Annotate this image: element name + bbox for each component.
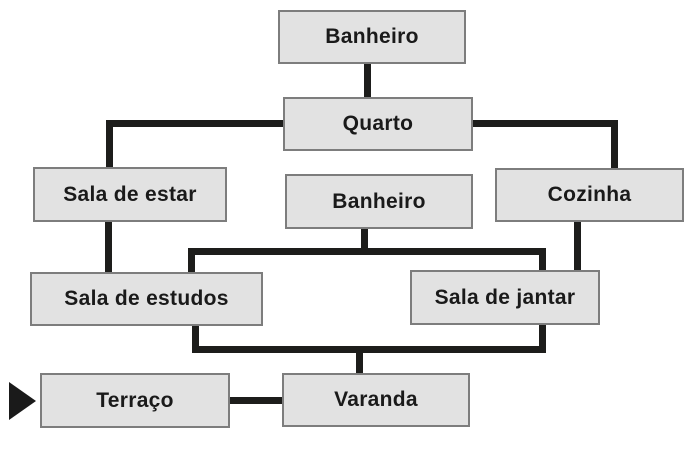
node-sala-de-estudos: Sala de estudos (30, 272, 263, 326)
edge-sala-de-estudos-to-lower-bus-v (192, 323, 199, 353)
edge-upper-bus-h (188, 248, 546, 255)
edge-banheiro-top-quarto (364, 60, 371, 100)
edge-quarto-sala-de-estar-h (106, 120, 286, 127)
edge-sala-de-jantar-to-lower-bus-v (539, 322, 546, 353)
node-quarto: Quarto (283, 97, 473, 151)
node-banheiro-meio: Banheiro (285, 174, 473, 229)
edge-quarto-cozinha-h (470, 120, 618, 127)
node-sala-de-jantar: Sala de jantar (410, 270, 600, 325)
node-banheiro-top: Banheiro (278, 10, 466, 64)
edge-cozinha-sala-de-jantar (574, 220, 581, 273)
edge-lower-bus-h (192, 346, 546, 353)
edge-lower-bus-to-varanda-v (356, 346, 363, 376)
edge-upper-bus-to-sala-de-jantar-v (539, 248, 546, 273)
node-sala-de-estar: Sala de estar (33, 167, 227, 222)
edge-quarto-sala-de-estar-v (106, 120, 113, 170)
node-varanda: Varanda (282, 373, 470, 427)
node-cozinha: Cozinha (495, 168, 684, 222)
start-marker-triangle-icon (9, 382, 36, 420)
edge-terraco-varanda (227, 397, 285, 404)
edge-sala-de-estar-sala-de-estudos (105, 218, 112, 276)
edge-quarto-cozinha-v (611, 120, 618, 172)
edge-upper-bus-to-sala-de-estudos-v (188, 248, 195, 275)
edge-banheiro-meio-stub (361, 226, 368, 254)
node-terraco: Terraço (40, 373, 230, 428)
